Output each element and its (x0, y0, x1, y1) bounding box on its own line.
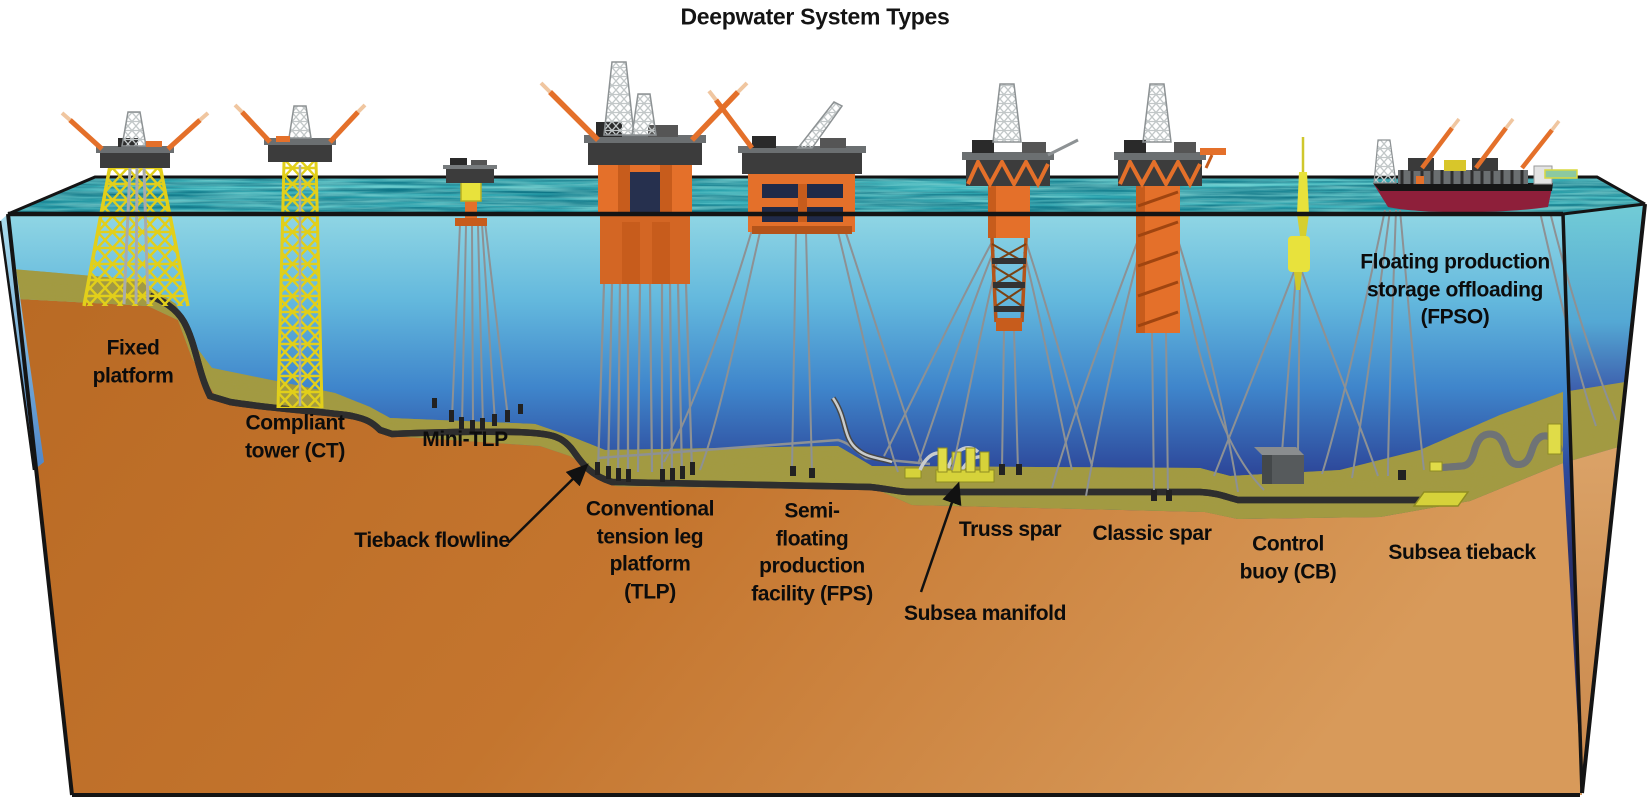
semi-fps (663, 89, 923, 478)
tieback-flowline-arrow (507, 463, 589, 544)
label-classic-spar: Classic spar (1092, 522, 1212, 546)
ocean-front-face (8, 214, 1582, 795)
box-front-edges (0, 202, 1647, 797)
control-buoy (1213, 137, 1379, 484)
label-tieback-flowline: Tieback flowline (354, 529, 510, 553)
classic-spar (1051, 83, 1265, 501)
label-fixed-platform: Fixed platform (92, 336, 174, 387)
fpso (1321, 117, 1617, 480)
mini-tlp (432, 158, 523, 432)
truss-spar-mooring-lines (883, 241, 1093, 471)
label-fpso: Floating production storage offloading (… (1360, 250, 1550, 329)
tlp-anchors (595, 462, 695, 482)
truss-spar-truss-section (990, 237, 1028, 331)
control-buoy-mooring-lines (1213, 271, 1379, 477)
label-control-buoy: Control buoy (CB) (1239, 532, 1337, 583)
fps-mooring-lines (663, 229, 923, 473)
subsea-manifold-arrow (919, 481, 962, 593)
subsea-manifold-equipment (904, 446, 995, 483)
classic-spar-mooring-lines (1051, 239, 1265, 497)
tieback-flowline-pipe (150, 296, 1470, 507)
classic-spar-strakes (1137, 190, 1179, 328)
compliant-tower (233, 103, 367, 409)
label-subsea-manifold: Subsea manifold (903, 602, 1067, 626)
fixed-platform (60, 111, 210, 307)
subsea-tieback-equipment (1429, 423, 1561, 472)
truss-spar (883, 83, 1093, 475)
label-compliant-tower: Compliant tower (CT) (245, 411, 345, 462)
conventional-tlp (539, 61, 749, 482)
tlp-tendons (596, 283, 694, 477)
mini-tlp-tendons (451, 221, 509, 429)
control-buoy-seabed-box (1254, 447, 1304, 484)
mini-tlp-anchors (432, 398, 523, 432)
label-tlp: Conventional tension leg platform (TLP) (585, 497, 715, 604)
earth-cross-section (8, 298, 1582, 795)
label-truss-spar: Truss spar (958, 518, 1062, 542)
diagram-title: Deepwater System Types (680, 3, 950, 30)
label-fps: Semi- floating production facility (FPS) (751, 499, 873, 606)
fpso-mooring-lines (1321, 209, 1617, 479)
label-subsea-tieback: Subsea tieback (1388, 541, 1536, 565)
label-mini-tlp: Mini-TLP (422, 428, 508, 452)
